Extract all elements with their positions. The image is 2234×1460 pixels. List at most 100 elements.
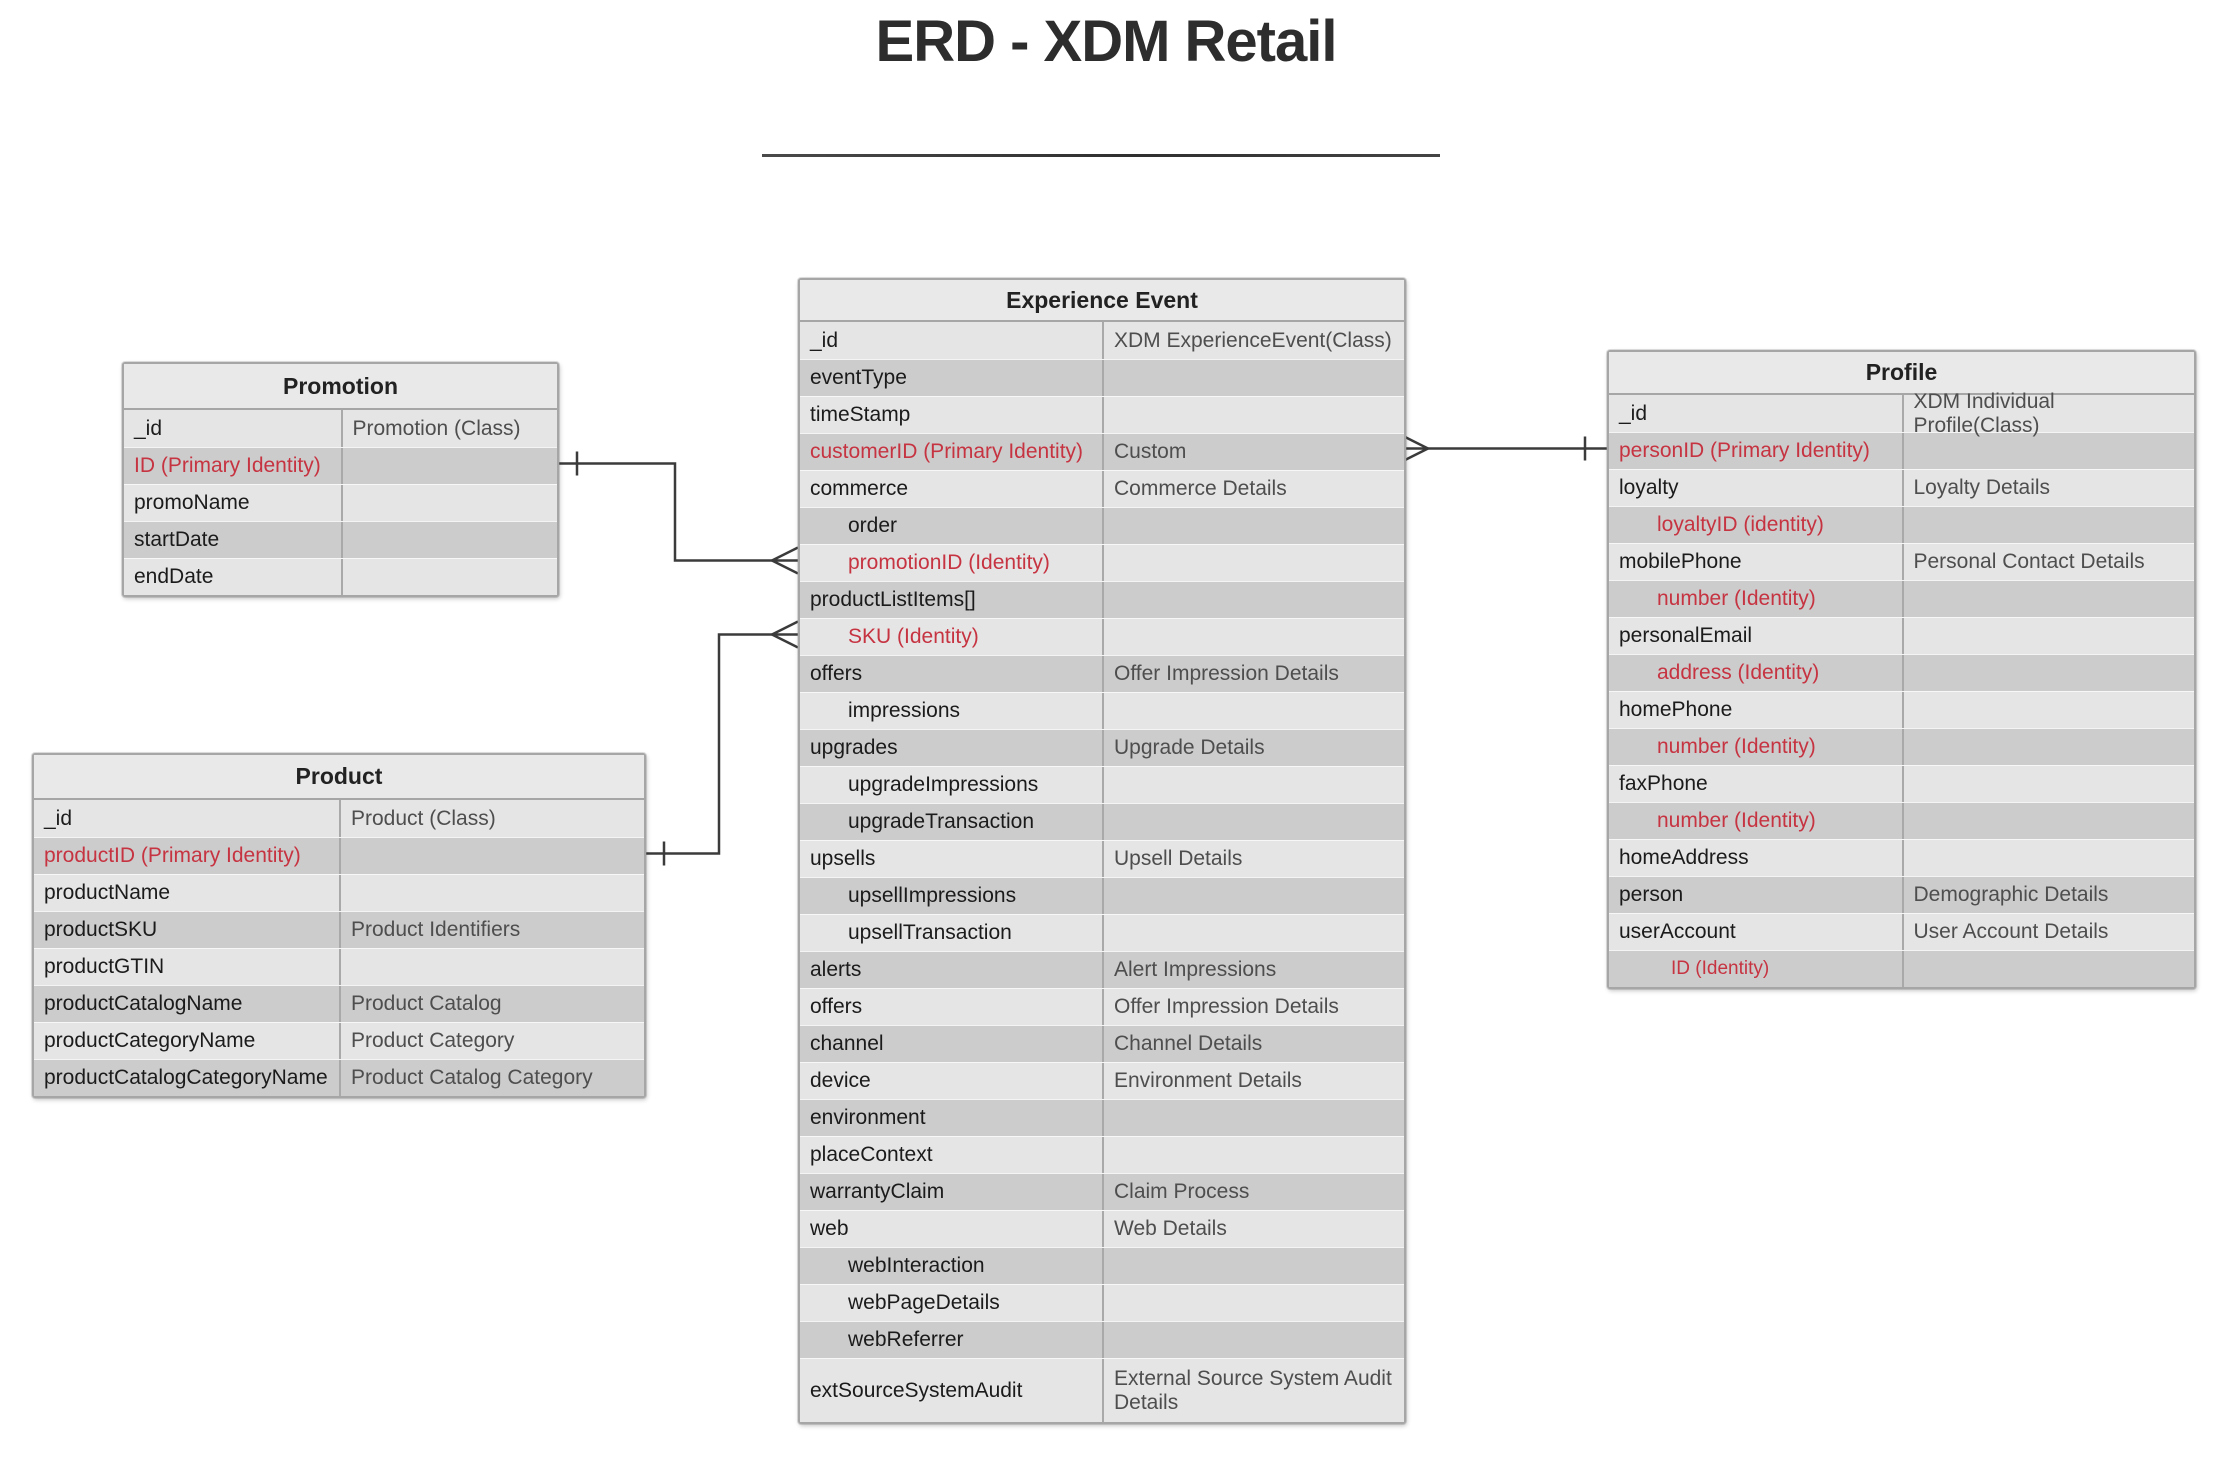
field-name: upgrades xyxy=(810,736,898,759)
table-title: Promotion xyxy=(124,364,557,410)
field-name: number (Identity) xyxy=(1657,587,1816,610)
table-row: endDate xyxy=(124,558,557,595)
table-row: upsellTransaction xyxy=(800,914,1404,951)
field-detail xyxy=(1102,1248,1404,1284)
table-row: homePhone xyxy=(1609,691,2194,728)
crows-foot-many-marker xyxy=(771,546,799,575)
field-name: upsellImpressions xyxy=(848,884,1017,907)
table-row: environment xyxy=(800,1099,1404,1136)
relationship-product-experience-event[interactable] xyxy=(642,620,799,866)
field-name: productListItems[] xyxy=(810,588,976,611)
field-name: impressions xyxy=(848,699,961,722)
field-name: offers xyxy=(810,662,863,685)
relationship-profile-experience-event[interactable] xyxy=(1401,434,1607,463)
field-name: _id xyxy=(44,806,73,830)
table-row: webInteraction xyxy=(800,1247,1404,1284)
relationship-line[interactable] xyxy=(642,633,772,855)
field-detail xyxy=(1102,1100,1404,1136)
table-row: personalEmail xyxy=(1609,617,2194,654)
field-detail: XDM Individual Profile(Class) xyxy=(1901,390,2195,437)
table-row: offers Offer Impression Details xyxy=(800,655,1404,692)
field-detail: Alert Impressions xyxy=(1102,952,1404,988)
field-name: personID (Primary Identity) xyxy=(1619,439,1870,462)
field-detail: Web Details xyxy=(1102,1211,1404,1247)
field-name: ID (Identity) xyxy=(1671,958,1770,979)
field-name: webInteraction xyxy=(848,1254,985,1277)
field-detail xyxy=(1901,433,2195,469)
table-row: webPageDetails xyxy=(800,1284,1404,1321)
table-row: number (Identity) xyxy=(1609,728,2194,765)
field-name: offers xyxy=(810,995,863,1018)
field-detail: Demographic Details xyxy=(1901,877,2195,913)
field-name: alerts xyxy=(810,958,862,981)
relationship-line[interactable] xyxy=(555,462,772,562)
table-row: promotionID (Identity) xyxy=(800,544,1404,581)
table-title: Product xyxy=(34,755,644,800)
field-detail xyxy=(1102,397,1404,433)
field-detail xyxy=(1901,581,2195,617)
field-detail: Promotion (Class) xyxy=(340,410,558,447)
field-name: upgradeImpressions xyxy=(848,773,1039,796)
table-row: productListItems[] xyxy=(800,581,1404,618)
field-detail xyxy=(339,838,644,874)
field-name: _id xyxy=(1619,401,1648,425)
field-detail xyxy=(1102,1137,1404,1173)
field-name: channel xyxy=(810,1032,884,1055)
field-detail xyxy=(1102,508,1404,544)
field-detail xyxy=(1901,803,2195,839)
table-row: productGTIN xyxy=(34,948,644,985)
field-detail xyxy=(1901,692,2195,728)
table-row: channel Channel Details xyxy=(800,1025,1404,1062)
field-detail xyxy=(340,522,558,558)
field-name: webReferrer xyxy=(848,1328,964,1351)
field-detail: Upgrade Details xyxy=(1102,730,1404,766)
field-detail xyxy=(1901,840,2195,876)
relationship-promotion-experience-event[interactable] xyxy=(555,451,799,575)
field-name: order xyxy=(848,514,898,537)
field-name: endDate xyxy=(134,565,214,588)
field-name: productID (Primary Identity) xyxy=(44,844,301,867)
diagram-title: ERD - XDM Retail xyxy=(875,9,1338,74)
field-detail xyxy=(1102,804,1404,840)
field-detail: Custom xyxy=(1102,434,1404,470)
table-row: number (Identity) xyxy=(1609,580,2194,617)
table-row: order xyxy=(800,507,1404,544)
field-name: _id xyxy=(810,328,839,352)
field-detail xyxy=(1102,582,1404,618)
field-detail: User Account Details xyxy=(1901,914,2195,950)
table-row: upgradeTransaction xyxy=(800,803,1404,840)
field-detail xyxy=(1102,878,1404,914)
field-detail xyxy=(1102,767,1404,803)
table-row: alerts Alert Impressions xyxy=(800,951,1404,988)
field-name: upsells xyxy=(810,847,876,870)
table-row: number (Identity) xyxy=(1609,802,2194,839)
field-detail xyxy=(340,559,558,595)
field-detail: Offer Impression Details xyxy=(1102,656,1404,692)
field-detail: Claim Process xyxy=(1102,1174,1404,1210)
field-name: faxPhone xyxy=(1619,772,1708,795)
table-row: upgrades Upgrade Details xyxy=(800,729,1404,766)
field-name: productCatalogName xyxy=(44,992,243,1015)
table-row: productName xyxy=(34,874,644,911)
table-title: Experience Event xyxy=(800,280,1404,322)
field-detail xyxy=(1901,618,2195,654)
table-row: placeContext xyxy=(800,1136,1404,1173)
table-row: productID (Primary Identity) xyxy=(34,837,644,874)
field-name: extSourceSystemAudit xyxy=(810,1378,1023,1402)
field-detail xyxy=(1102,619,1404,655)
field-detail xyxy=(1102,915,1404,951)
field-detail: Channel Details xyxy=(1102,1026,1404,1062)
field-detail xyxy=(1102,360,1404,396)
table-row: upgradeImpressions xyxy=(800,766,1404,803)
